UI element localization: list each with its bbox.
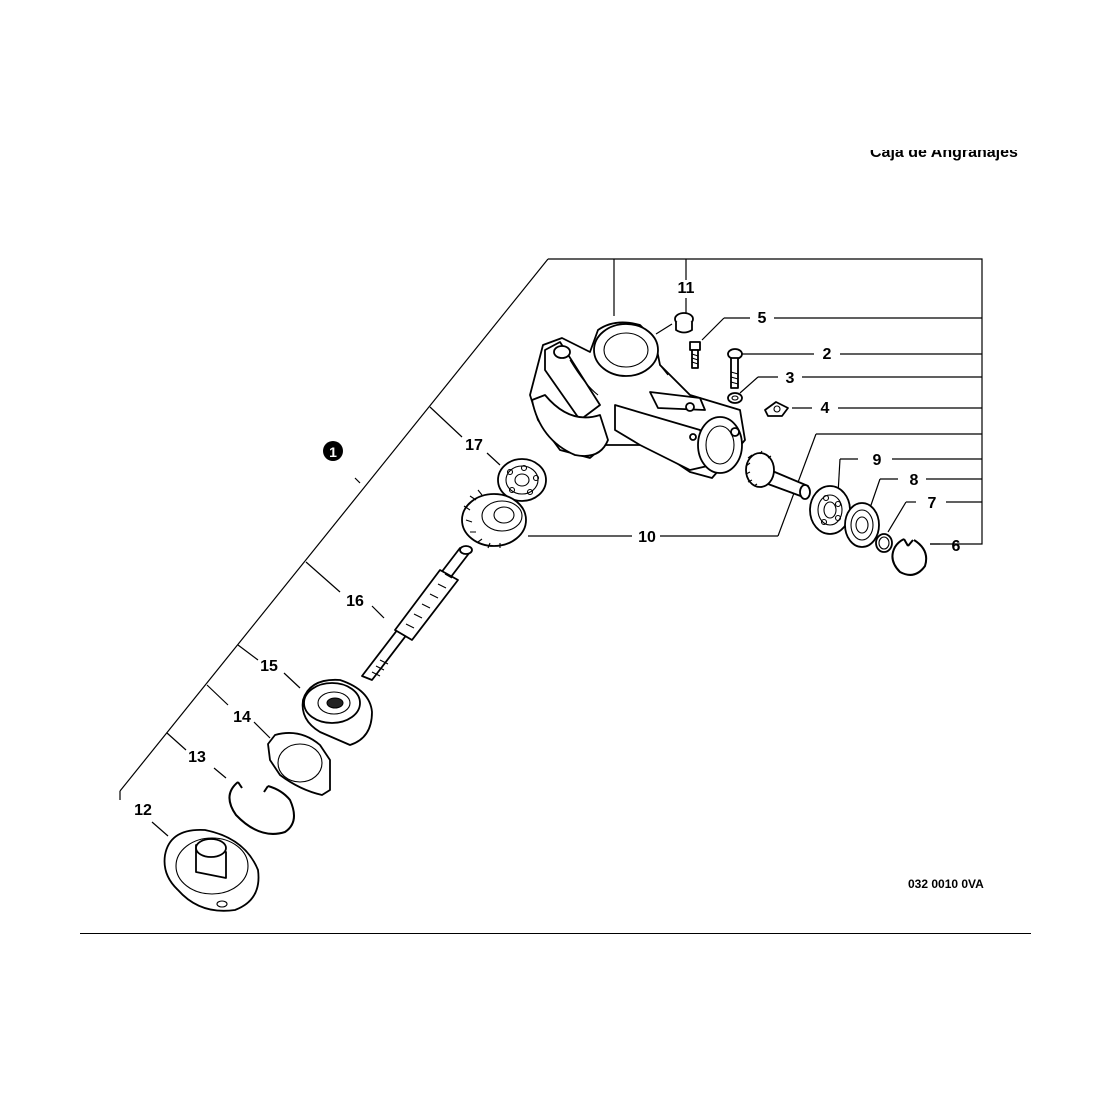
callout-6: 6 [952, 538, 961, 555]
page-title: Caja de Angranajes [870, 150, 1018, 161]
callout-5: 5 [758, 310, 767, 327]
callout-14: 14 [233, 709, 251, 726]
callout-7: 7 [928, 495, 937, 512]
part-14-ring [267, 732, 331, 796]
part-3-washer [727, 392, 743, 404]
callout-4: 4 [821, 400, 830, 417]
callout-16: 16 [346, 593, 364, 610]
callout-9: 9 [873, 452, 882, 469]
part-16-shaft [361, 545, 473, 681]
callout-labels: 11 5 2 3 4 9 8 7 6 10 17 16 15 14 13 12 [134, 280, 960, 819]
part-9-bearing [809, 485, 851, 535]
callout-3: 3 [786, 370, 795, 387]
callout-10: 10 [638, 529, 656, 546]
part-5-bolt [689, 341, 701, 369]
leader-lines [119, 258, 983, 837]
part-4-plate [764, 401, 789, 417]
footer-divider [80, 933, 1031, 934]
part-11-screw [674, 312, 694, 334]
part-2-bolt [727, 348, 743, 389]
callout-8: 8 [910, 472, 919, 489]
bevel-gear [461, 489, 527, 549]
part-15-bearing [301, 678, 373, 746]
callout-12: 12 [134, 802, 152, 819]
part-12-cover [163, 829, 260, 912]
callout-17: 17 [465, 437, 483, 454]
part-17-bearing [497, 458, 547, 502]
part-8-seal [844, 502, 880, 548]
callout-11: 11 [678, 280, 695, 297]
part-13-circlip [228, 781, 295, 835]
callout-13: 13 [188, 749, 206, 766]
gear-housing [529, 321, 746, 479]
assembly-marker-number: 1 [329, 444, 337, 460]
callout-15: 15 [260, 658, 278, 675]
part-10-pinion [745, 450, 811, 500]
callout-2: 2 [823, 346, 832, 363]
part-7-ring [875, 533, 893, 553]
assembly-marker: 1 [323, 441, 343, 461]
drawing-code: 032 0010 0VA [908, 877, 984, 891]
part-6-circlip [891, 538, 928, 576]
